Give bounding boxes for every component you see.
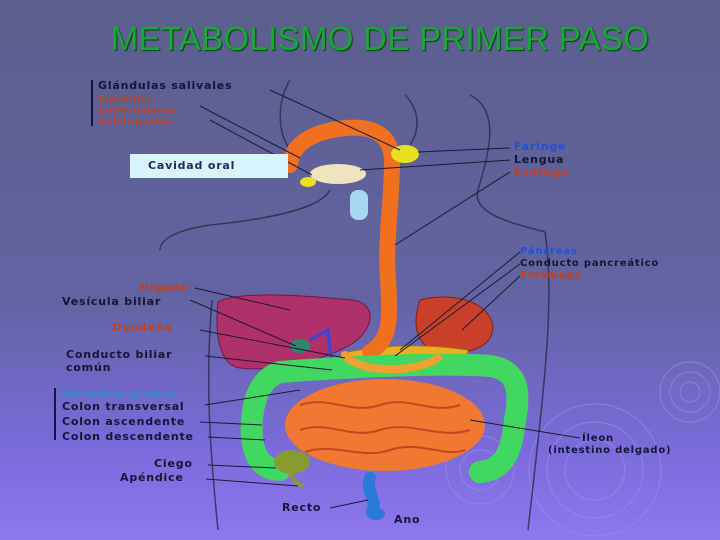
label-duodeno: Duodeno	[112, 321, 173, 334]
body-outline	[159, 79, 550, 531]
rectum-shape	[362, 472, 380, 518]
label-ano: Ano	[394, 513, 421, 526]
appendix-shape	[288, 470, 304, 488]
label-parotidas: Parótidas	[98, 95, 154, 105]
label-conducto-biliar: Conducto biliar	[66, 348, 173, 361]
label-ileon: Íleon	[582, 433, 614, 444]
label-higado: Hígado	[140, 281, 189, 294]
cecum-shape	[274, 450, 310, 474]
label-apendice: Apéndice	[120, 471, 184, 484]
small-intestine-shape	[285, 379, 485, 471]
gallbladder-shape	[290, 339, 310, 353]
tongue-shape	[310, 164, 366, 184]
label-vesicula-biliar: Vesícula biliar	[62, 295, 162, 308]
label-pancreas: Páncreas	[520, 246, 578, 257]
label-cavidad-oral: Cavidad oral	[130, 154, 288, 178]
bracket-intestino-grueso	[54, 388, 56, 440]
esophagus-shape	[282, 119, 401, 360]
page-title: METABOLISMO DE PRIMER PASO	[110, 20, 650, 57]
label-esofago: Esófago	[514, 166, 569, 179]
leader-lines	[189, 89, 581, 509]
liver-shape	[216, 294, 371, 370]
label-intestino-delgado: (intestino delgado)	[548, 445, 672, 456]
duodenum-shape	[341, 351, 442, 374]
label-conducto-biliar-comun: común	[66, 361, 112, 374]
label-ciego: Ciego	[154, 457, 193, 470]
label-colon-descendente: Colon descendente	[62, 430, 194, 443]
label-sublinguales: Sublinguales	[98, 117, 173, 127]
salivary-gland-shape	[300, 177, 316, 187]
label-estomago: Estómago	[520, 270, 583, 281]
label-conducto-pancreatico: Conducto pancreático	[520, 258, 660, 269]
label-faringe: Faringe	[514, 140, 567, 153]
anus-shape	[367, 508, 385, 520]
bracket-salivales	[91, 80, 93, 126]
label-recto: Recto	[282, 501, 322, 514]
label-submaxilares: Submaxilares	[98, 106, 177, 116]
label-colon-transversal: Colon transversal	[62, 400, 185, 413]
label-glandulas-salivales: Glándulas salivales	[98, 79, 233, 92]
label-intestino-grueso: Intestino grueso	[62, 387, 177, 400]
label-lengua: Lengua	[514, 153, 565, 166]
label-colon-ascendente: Colon ascendente	[62, 415, 186, 428]
trachea-shape	[350, 190, 368, 220]
